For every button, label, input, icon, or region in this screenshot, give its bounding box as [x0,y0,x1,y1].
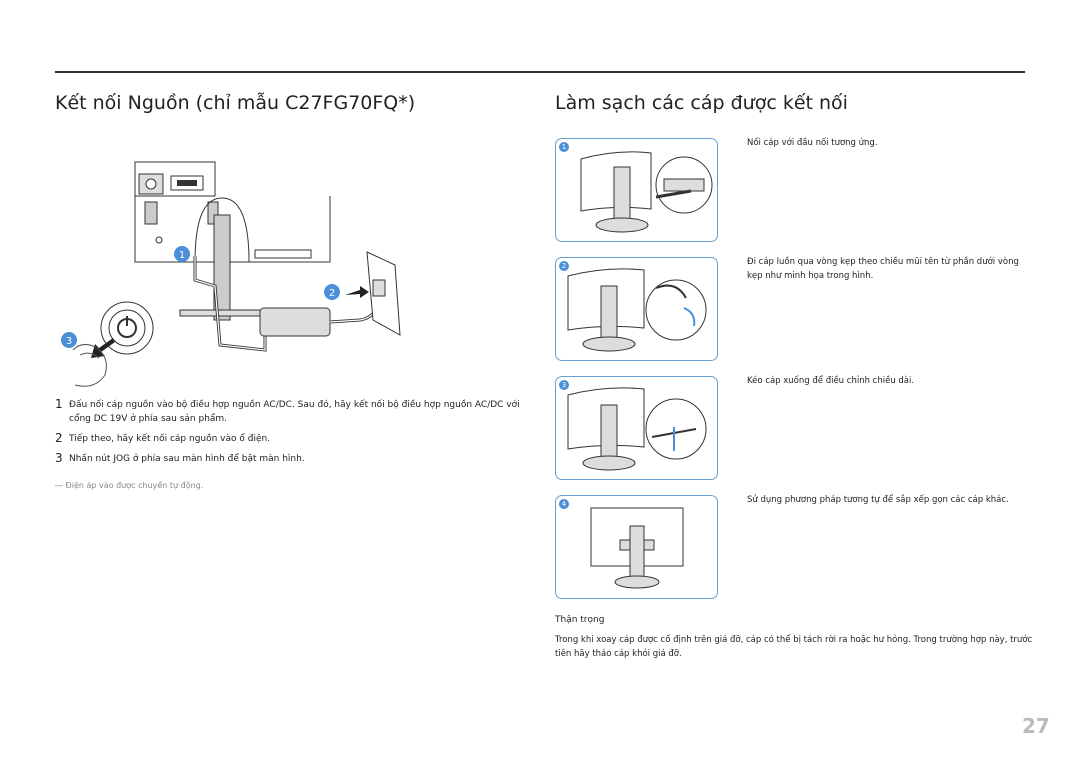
cable-step-panel-3: 3 [555,376,718,480]
voltage-note: ― Điện áp vào được chuyển tự động. [55,481,204,490]
cable-illustration-1 [580,151,713,233]
callout-1: 1 [179,250,185,261]
cable-step-text-4: Sử dụng phương pháp tương tự để sắp xếp … [747,495,1009,505]
panel-badge: 2 [559,261,569,271]
step-number: 3 [55,451,63,465]
panel-badge: 3 [559,380,569,390]
panel-badge: 1 [559,142,569,152]
cable-step-text-1: Nối cáp với đầu nối tương ứng. [747,138,878,148]
cable-step-text-3: Kéo cáp xuống để điều chỉnh chiều dài. [747,376,915,386]
callout-2: 2 [329,288,335,299]
callout-3: 3 [66,336,72,347]
cable-step-text-2: Đi cáp luồn qua vòng kẹp theo chiều mũi … [747,257,1019,281]
step-text: Nhấn nút JOG ở phía sau màn hình để bật … [69,454,305,464]
top-rule [55,71,1025,73]
step-text: Tiếp theo, hãy kết nối cáp nguồn vào ổ đ… [69,434,271,444]
caution-title: Thận trọng [555,615,605,625]
power-connection-illustration: 1 2 3 [61,161,401,387]
power-step-3: 3 Nhấn nút JOG ở phía sau màn hình để bậ… [55,452,525,466]
panel-badge: 4 [559,499,569,509]
cable-step-panel-2: 2 [555,257,718,361]
page-number: 27 [1022,714,1050,738]
cable-step-panel-4: 4 [555,495,718,599]
cable-illustration-2 [567,268,707,352]
power-step-1: 1 Đấu nối cáp nguồn vào bộ điều hợp nguồ… [55,398,525,426]
cable-illustration-3 [567,387,707,471]
cable-illustration-4 [590,507,684,589]
section-title-power: Kết nối Nguồn (chỉ mẫu C27FG70FQ*) [55,92,416,114]
step-number: 2 [55,431,63,445]
power-steps-list: 1 Đấu nối cáp nguồn vào bộ điều hợp nguồ… [55,398,525,472]
caution-text: Trong khi xoay cáp được cố định trên giá… [555,635,1033,659]
section-title-cable-management: Làm sạch các cáp được kết nối [555,92,848,114]
power-step-2: 2 Tiếp theo, hãy kết nối cáp nguồn vào ổ… [55,432,525,446]
step-text: Đấu nối cáp nguồn vào bộ điều hợp nguồn … [69,400,520,424]
step-number: 1 [55,397,63,411]
cable-step-panel-1: 1 [555,138,718,242]
